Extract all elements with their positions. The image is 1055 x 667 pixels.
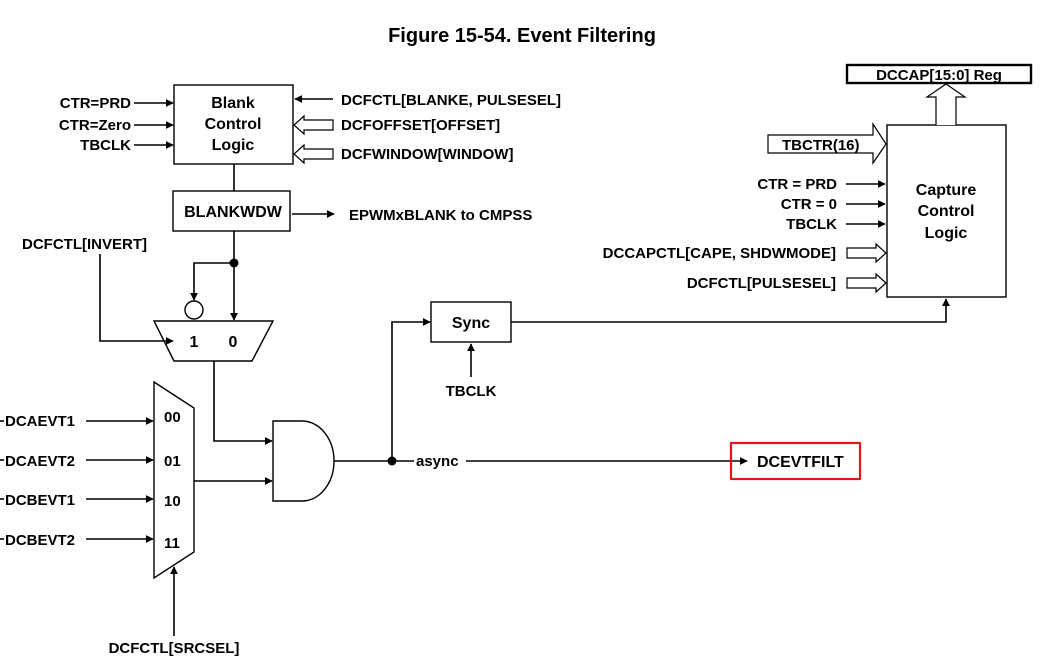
mux-code-00: 00: [164, 409, 181, 426]
sync-label: Sync: [452, 315, 490, 332]
pulsesel-bus-arrow-icon: [846, 272, 887, 294]
invert-select-line: [99, 254, 174, 345]
sync-input-line: [391, 318, 431, 461]
blank-control-logic-block: [173, 84, 294, 165]
mux-code-11: 11: [164, 535, 180, 552]
epwm-blank-label: EPWMxBLANK to CMPSS: [349, 207, 532, 224]
invert-mux-input-1-label: 1: [190, 334, 199, 351]
invert-mux-input-0-label: 0: [229, 334, 238, 351]
capture-control-label-2: Control: [918, 203, 975, 220]
capture-control-logic-block: [886, 124, 1007, 298]
dcfoffset-bus-arrow-icon: [293, 114, 334, 136]
blank-control-label-1: Blank: [211, 95, 255, 112]
sync-output-line: [511, 298, 950, 323]
blank-control-label-3: Logic: [212, 137, 255, 154]
dcbevt2-label: DCBEVT2: [5, 532, 75, 549]
blankwdw-block: [172, 190, 291, 232]
dcfctl-srcsel-label: DCFCTL[SRCSEL]: [109, 640, 240, 657]
async-label: async: [416, 453, 459, 470]
invert-mux: [152, 320, 275, 362]
dccap-bus-arrow-icon: [925, 83, 967, 125]
sync-block: [430, 301, 512, 343]
input-ctr-prd-label: CTR=PRD: [60, 95, 131, 112]
capture-ctr-0-label: CTR = 0: [781, 196, 837, 213]
dccapctl-label: DCCAPCTL[CAPE, SHDWMODE]: [603, 245, 836, 262]
dcfctl-invert-label: DCFCTL[INVERT]: [22, 236, 147, 253]
dcaevt1-label: DCAEVT1: [5, 413, 75, 430]
capture-control-label-3: Logic: [925, 225, 968, 242]
capture-tbclk-label: TBCLK: [786, 216, 837, 233]
input-ctr-zero-label: CTR=Zero: [59, 117, 131, 134]
dcfoffset-label: DCFOFFSET[OFFSET]: [341, 117, 500, 134]
dcfctl-pulsesel-label: DCFCTL[PULSESEL]: [687, 275, 836, 292]
tbctr-label: TBCTR(16): [782, 137, 860, 154]
and-gate: [272, 420, 335, 502]
dcfwindow-bus-arrow-icon: [293, 143, 334, 165]
dcfctl-blanke-label: DCFCTL[BLANKE, PULSESEL]: [341, 92, 561, 109]
blank-control-label-2: Control: [205, 116, 262, 133]
inverter-bubble-icon: [184, 300, 204, 320]
sync-tbclk-label: TBCLK: [446, 383, 497, 400]
dcaevt2-label: DCAEVT2: [5, 453, 75, 470]
dcfwindow-label: DCFWINDOW[WINDOW]: [341, 146, 513, 163]
invert-mux-output-line: [213, 361, 273, 445]
dccap-register-box: [845, 63, 1033, 85]
dccapctl-bus-arrow-icon: [846, 242, 887, 264]
mux-code-10: 10: [164, 493, 181, 510]
dcevtfilt-highlight-box: [729, 441, 862, 481]
blankwdw-label: BLANKWDW: [184, 204, 283, 221]
figure-title: Figure 15-54. Event Filtering: [388, 25, 656, 47]
dcevtfilt-label: DCEVTFILT: [757, 454, 844, 471]
tbctr-bus-arrow-icon: [767, 121, 887, 165]
capture-control-label-1: Capture: [916, 182, 977, 199]
source-select-mux: [153, 380, 195, 580]
dcbevt1-label: DCBEVT1: [5, 492, 75, 509]
capture-ctr-prd-label: CTR = PRD: [757, 176, 837, 193]
invert-path: [190, 262, 234, 301]
input-tbclk-label: TBCLK: [80, 137, 131, 154]
mux-code-01: 01: [164, 453, 181, 470]
dccap-register-label: DCCAP[15:0] Reg: [876, 67, 1002, 84]
